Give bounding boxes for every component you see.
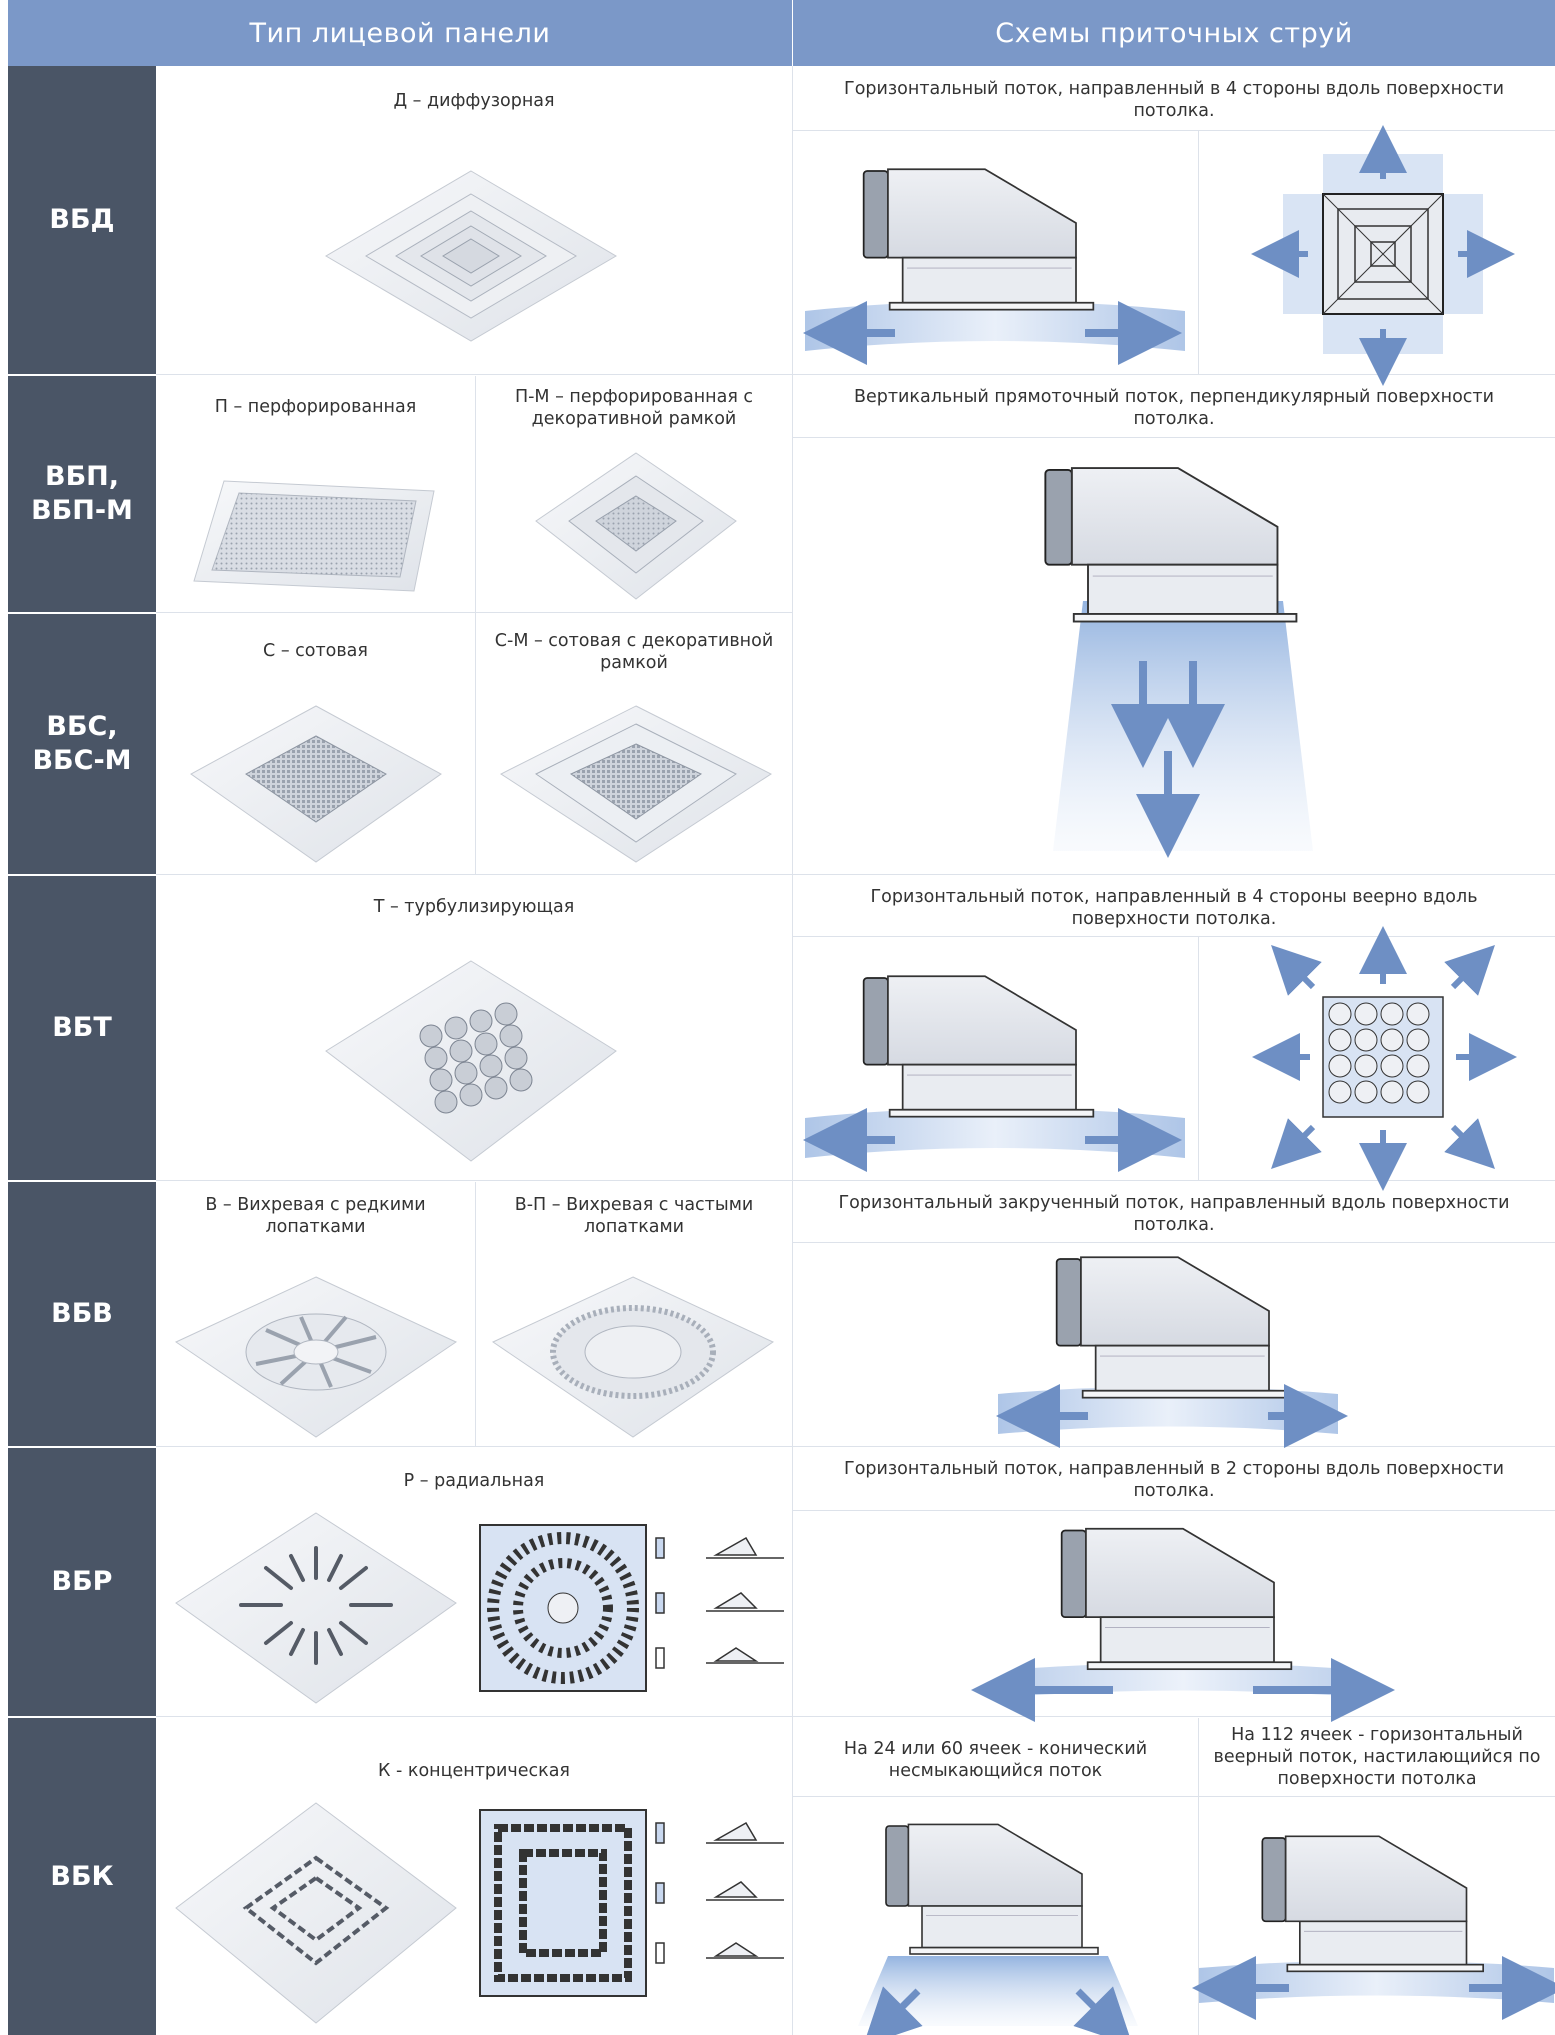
panel-cell-vbp-2: П-М – перфорированная с декоративной рам… [476,376,792,612]
panel-label-radial: Р – радиальная [403,1471,545,1491]
perforated-panel-image [193,480,435,592]
panel-cell-vbd: Д – диффузорная [156,66,792,374]
panel-cell-vbp-1: П – перфорированная [156,376,475,612]
panel-cell-vbs-2: С-М – сотовая с декоративной рамкой [476,614,792,874]
panel-label-perforated: П – перфорированная [214,397,417,417]
flow-cell-vbk-2: На 112 ячеек - горизонтальный веерный по… [1192,1718,1555,2035]
cellular-frame-panel-image [499,705,773,863]
fan-flow-top-image [1252,926,1517,1191]
flow-caption-vbk-2: На 112 ячеек - горизонтальный веерный по… [1213,1725,1541,1789]
header-panel-type: Тип лицевой панели [8,0,792,66]
panel-label-perforated-frame: П-М – перфорированная с декоративной рам… [514,387,754,429]
panel-label-swirl-dense: В-П – Вихревая с частыми лопатками [514,1195,754,1237]
turbulizing-panel-image [325,960,617,1162]
swirl-flow-image [996,1256,1348,1448]
flow-cell-vbt: Горизонтальный поток, направленный в 4 с… [793,876,1555,1191]
code-vbs: ВБС, ВБС-М [8,614,156,874]
panel-cell-vbv-1: В – Вихревая с редкими лопатками [156,1182,475,1446]
swirl-dense-panel-image [491,1276,775,1438]
header-jet-schemes: Схемы приточных струй [793,0,1555,66]
flow-cell-vbk-1: На 24 или 60 ячеек - конический несмыкаю… [793,1718,1198,2035]
diffuser-panel-image [325,170,617,342]
fan-horizontal-flow-image [1192,1835,1555,2020]
code-vbk: ВБК [8,1718,156,2035]
flow-cell-vbv: Горизонтальный закрученный поток, направ… [793,1182,1555,1448]
concentric-panel-image [175,1802,457,2024]
flow-caption-vbk-1: На 24 или 60 ячеек - конический несмыкаю… [843,1739,1148,1781]
flow-caption-vbp: Вертикальный прямоточный поток, перпенди… [853,387,1494,429]
flow-cell-vbr: Горизонтальный поток, направленный в 2 с… [793,1448,1555,1722]
cellular-panel-image [190,705,442,863]
panel-label-turbulizing: Т – турбулизирующая [373,897,575,917]
code-vbd: ВБД [8,66,156,374]
flow-caption-vbt: Горизонтальный поток, направленный в 4 с… [870,887,1478,929]
horizontal-fan-flow-side-image [803,975,1185,1172]
code-vbr: ВБР [8,1448,156,1716]
flow-cell-vbp: Вертикальный прямоточный поток, перпенди… [793,376,1555,874]
radial-panel-top-view-image [479,1524,647,1692]
panel-label-diffuser: Д – диффузорная [393,91,555,111]
panel-cell-vbt: Т – турбулизирующая [156,876,792,1180]
vertical-flow-image [1044,467,1313,858]
swirl-sparse-panel-image [174,1276,458,1438]
flow-cell-vbd: Горизонтальный поток, направленный в 4 с… [793,66,1555,386]
panel-cell-vbs-1: С – сотовая [156,614,475,874]
panel-cell-vbk: К - концентрическая [156,1718,792,2035]
flow-caption-vbr: Горизонтальный поток, направленный в 2 с… [844,1459,1504,1501]
horizontal-flow-side-image [803,168,1185,365]
flow-caption-vbv: Горизонтальный закрученный поток, направ… [838,1193,1510,1235]
panel-cell-vbr: Р – радиальная [156,1448,792,1716]
panel-cell-vbv-2: В-П – Вихревая с частыми лопатками [476,1182,792,1446]
radial-panel-image [175,1512,457,1704]
panel-label-concentric: К - концентрическая [378,1761,570,1781]
code-vbv: ВБВ [8,1182,156,1446]
code-vbp: ВБП, ВБП-М [8,376,156,612]
radial-vane-positions-image [655,1536,784,1669]
conical-flow-image [858,1823,1138,2035]
panel-label-cellular: С – сотовая [263,641,368,661]
concentric-panel-top-view-image [479,1809,647,1997]
panel-label-swirl-sparse: В – Вихревая с редкими лопатками [205,1195,426,1237]
code-vbt: ВБТ [8,876,156,1180]
two-way-flow-image [971,1527,1395,1722]
horizontal-flow-4way-top-image [1251,125,1515,386]
panel-label-cellular-frame: С-М – сотовая с декоративной рамкой [494,631,774,673]
concentric-vane-positions-image [655,1821,784,1964]
flow-caption-vbd: Горизонтальный поток, направленный в 4 с… [844,79,1504,121]
perforated-frame-panel-image [535,452,737,600]
